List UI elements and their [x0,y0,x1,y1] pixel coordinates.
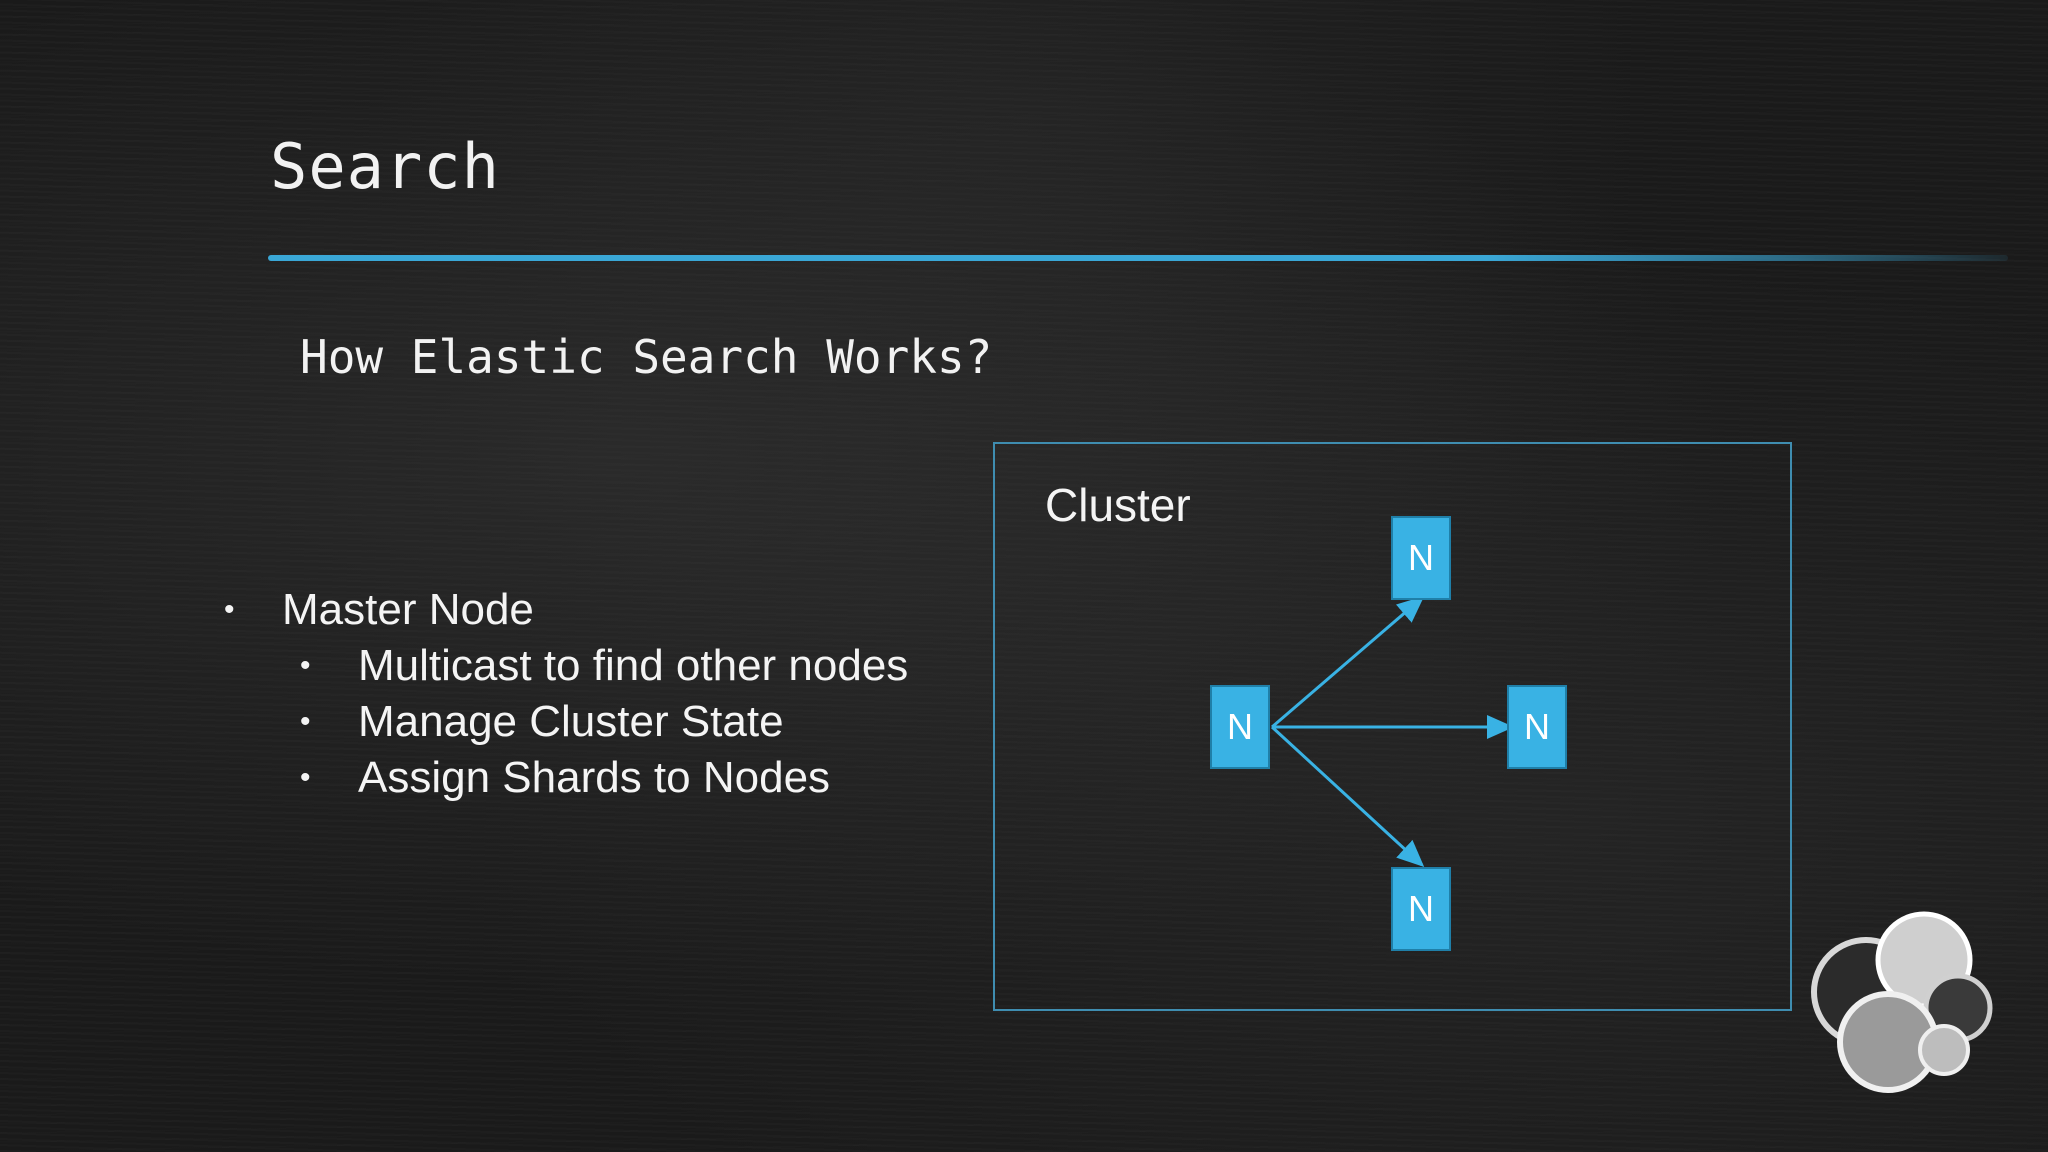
arrow-to-top-node [1271,596,1425,729]
bullet-dot: • [300,761,311,794]
bullet-text: Manage Cluster State [358,697,784,746]
arrow-to-bottom-node [1270,725,1425,868]
bullet-list: • Master Node • Multicast to find other … [222,582,908,806]
bullet-dot: • [300,705,311,738]
bullet-dot: • [300,649,311,682]
slide-title: Search [270,130,500,203]
slide-subtitle: How Elastic Search Works? [300,330,993,384]
title-divider [268,255,2008,261]
cluster-node-right: N [1507,685,1567,769]
bullet-item: • Manage Cluster State [222,694,908,750]
cluster-node-master: N [1210,685,1270,769]
cluster-node-bottom: N [1391,867,1451,951]
bullet-item: • Assign Shards to Nodes [222,750,908,806]
cluster-label: Cluster [1045,479,1191,531]
bullet-text: Assign Shards to Nodes [358,753,831,802]
bullet-text: Multicast to find other nodes [358,641,909,690]
elasticsearch-logo-icon [1811,911,1993,1093]
bullet-text: Master Node [282,585,534,634]
bullet-item: • Multicast to find other nodes [222,638,908,694]
node-arrows [1270,596,1514,868]
bullet-item: • Master Node [222,582,908,638]
cluster-diagram: Cluster N N N N [993,442,1792,1011]
bullet-dot: • [224,593,235,626]
cluster-node-top: N [1391,516,1451,600]
